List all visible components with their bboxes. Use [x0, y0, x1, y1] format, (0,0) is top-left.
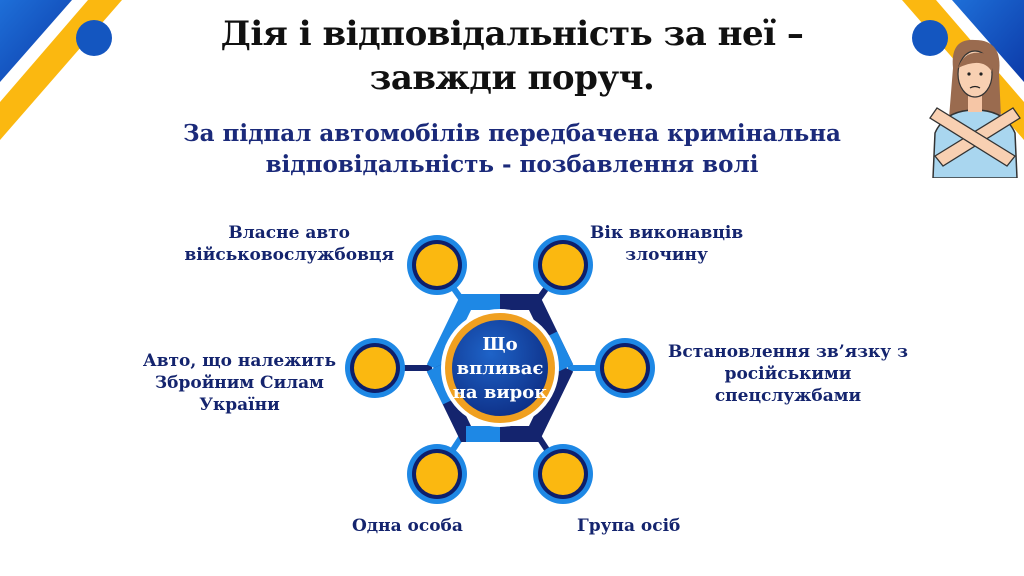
factor-label-armed-forces-car: Авто, що належить Збройним Силам України	[143, 350, 336, 416]
title-line: завжди поруч.	[369, 58, 655, 98]
corner-dot-left	[76, 20, 112, 56]
label-line: злочину	[625, 245, 708, 265]
label-line: Встановлення зв’язку з	[668, 342, 908, 362]
subtitle-line: За підпал автомобілів передбачена кримін…	[183, 120, 841, 147]
hexagon-ring	[426, 294, 574, 442]
label-line: Збройним Силам	[154, 373, 324, 393]
center-label: Що впливає на вирок	[450, 333, 550, 405]
label-line: спецслужбами	[714, 386, 862, 406]
factor-node-circle	[604, 347, 646, 389]
center-label-line: впливає	[456, 358, 544, 379]
factor-label-group: Група осіб	[577, 515, 680, 537]
factor-node-circle	[542, 244, 584, 286]
label-line: Вік виконавців	[590, 223, 744, 243]
label-line: Власне авто	[228, 223, 351, 243]
label-line: України	[199, 395, 280, 415]
center-circle	[452, 320, 548, 416]
factor-node-circle	[416, 244, 458, 286]
center-label-line: на вирок	[452, 382, 548, 403]
subtitle-line: відповідальність - позбавлення волі	[265, 151, 759, 178]
factor-node-circle	[416, 453, 458, 495]
label-line: Одна особа	[352, 516, 463, 536]
factor-node-circle	[354, 347, 396, 389]
slide-title: Дія і відповідальність за неї – завжди п…	[180, 12, 844, 100]
slide-subtitle: За підпал автомобілів передбачена кримін…	[150, 118, 874, 180]
center-label-line: Що	[482, 334, 518, 355]
corner-blue-triangle-right	[952, 0, 1024, 82]
corner-dot-right	[912, 20, 948, 56]
label-line: російськими	[724, 364, 852, 384]
factor-label-russian-services: Встановлення зв’язку з російськими спецс…	[668, 341, 908, 407]
factor-label-age: Вік виконавців злочину	[590, 222, 743, 266]
title-line: Дія і відповідальність за неї –	[220, 14, 804, 54]
woman-crossed-arms-illustration	[929, 39, 1021, 178]
factor-label-own-car: Власне авто військовослужбовця	[184, 222, 394, 266]
factor-node-circle	[542, 453, 584, 495]
label-line: військовослужбовця	[184, 245, 394, 265]
corner-blue-triangle-left	[0, 0, 72, 82]
factor-label-single-person: Одна особа	[352, 515, 463, 537]
label-line: Група осіб	[577, 516, 681, 536]
label-line: Авто, що належить	[142, 351, 336, 371]
